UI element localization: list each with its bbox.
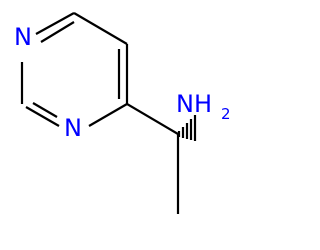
bond-n3-c2-inner xyxy=(32,102,58,118)
hashed-wedge-bond xyxy=(177,115,197,141)
atom-amine-subscript: 2 xyxy=(221,105,231,123)
molecule-drawing: N N NH 2 xyxy=(14,12,231,214)
atom-n1-label: N xyxy=(14,23,32,51)
bond-n1-c6 xyxy=(35,12,75,35)
bond-n1-c6-inner xyxy=(40,21,75,43)
bond-c4-n3 xyxy=(88,103,128,127)
atom-n3-label: N xyxy=(64,114,82,142)
bond-n3-c2 xyxy=(25,106,60,127)
bond-c4-chiral xyxy=(126,103,179,135)
atom-amine-label: NH xyxy=(176,90,212,118)
bond-c6-c5 xyxy=(73,12,128,45)
structure-canvas: N N NH 2 xyxy=(14,12,231,214)
